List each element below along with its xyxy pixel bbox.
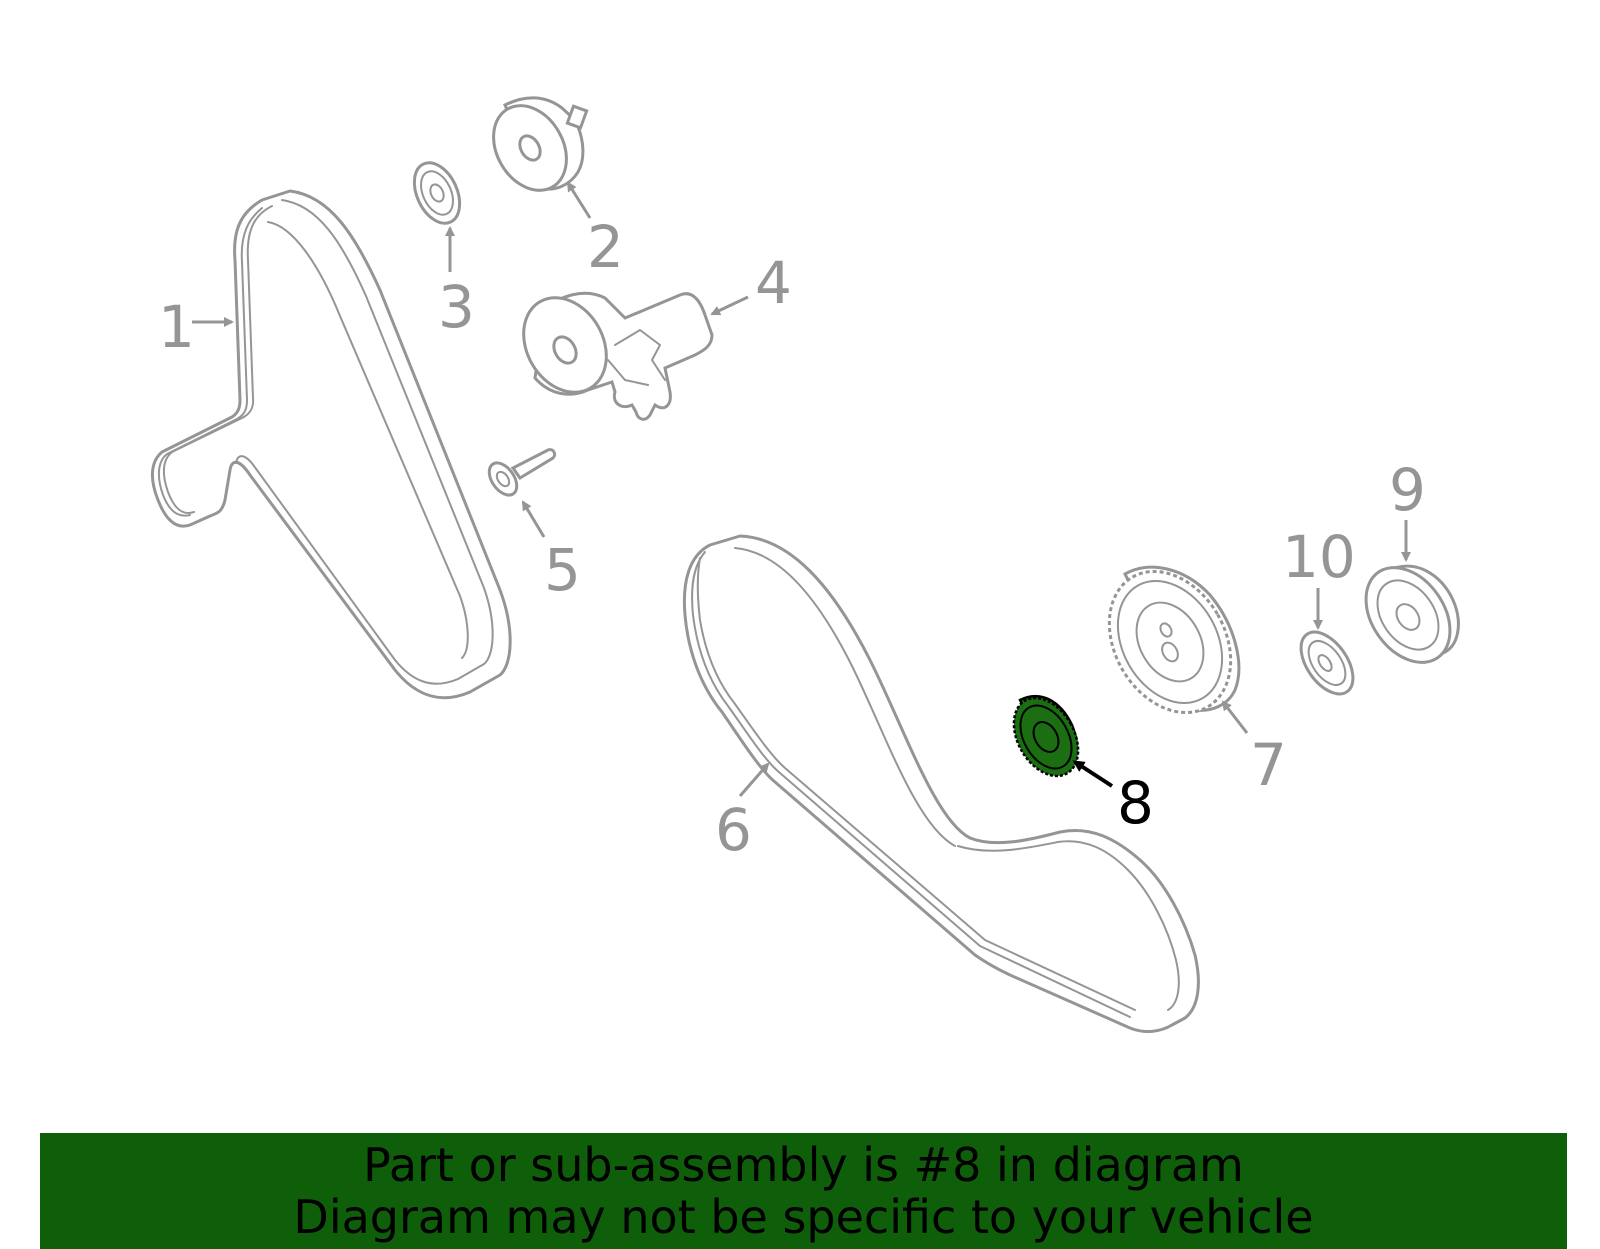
leader-7 <box>1221 700 1249 734</box>
leader-2 <box>566 181 592 219</box>
callout-6-label: 6 <box>715 796 752 864</box>
banner-line-disclaimer: Diagram may not be specific to your vehi… <box>293 1190 1314 1244</box>
callout-9-label: 9 <box>1389 456 1426 524</box>
part-3-pulley-washer <box>412 161 462 225</box>
callout-7-label: 7 <box>1250 731 1287 799</box>
part-7-crank-pulley <box>1107 565 1241 715</box>
part-5-bolt <box>487 448 557 497</box>
callout-4-label: 4 <box>755 249 792 317</box>
callout-5-label: 5 <box>544 536 581 604</box>
part-1-drive-belt <box>151 189 512 700</box>
part-9-pulley <box>1364 564 1460 665</box>
leader-8 <box>1072 760 1114 788</box>
part-6-lower-belt <box>682 534 1200 1034</box>
part-8-highlighted-pulley[interactable] <box>1001 687 1091 788</box>
leader-6 <box>738 762 770 797</box>
callout-3-label: 3 <box>438 273 475 341</box>
info-banner: Part or sub-assembly is #8 in diagram Di… <box>40 1133 1567 1249</box>
leader-5 <box>521 500 546 538</box>
callout-10-label: 10 <box>1282 523 1356 591</box>
leader-4 <box>710 295 749 316</box>
part-10-pulley-washer <box>1299 630 1355 696</box>
part-2-idler-pulley <box>492 96 589 192</box>
callout-1-label: 1 <box>158 293 195 361</box>
callout-8-label[interactable]: 8 <box>1117 769 1154 837</box>
part-4-belt-tensioner <box>522 291 714 421</box>
callout-2-label: 2 <box>587 213 624 281</box>
banner-line-part: Part or sub-assembly is #8 in diagram <box>363 1138 1244 1192</box>
